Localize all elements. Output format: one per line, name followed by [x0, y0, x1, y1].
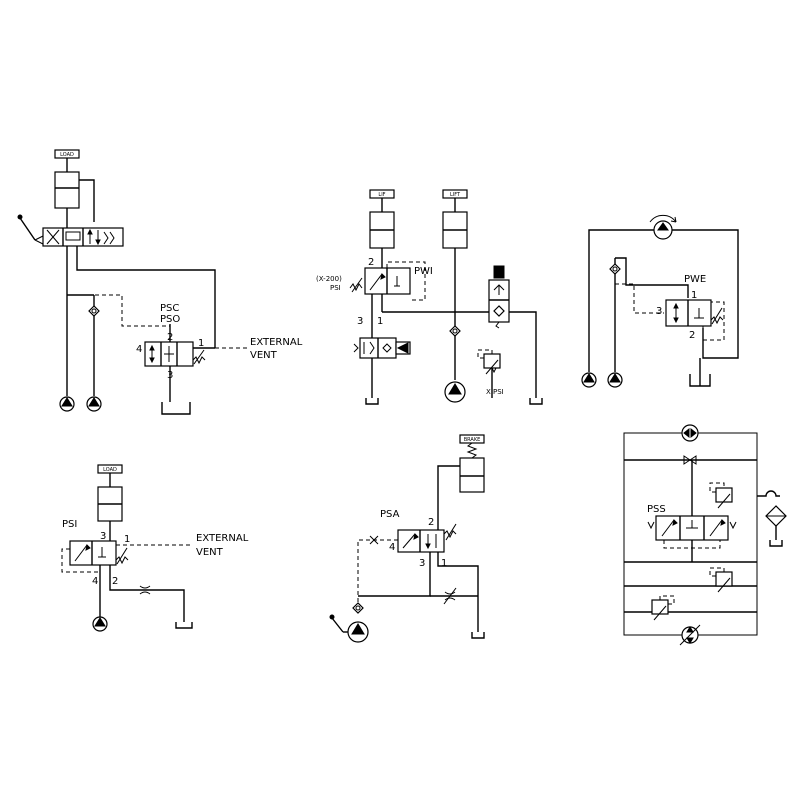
circuit-psa: BRAKE [329, 434, 485, 643]
valve-name-pss: PSS [647, 504, 666, 515]
port-label: 4 [92, 576, 98, 587]
port-label: 3 [357, 316, 363, 327]
check-valve-icon [352, 602, 364, 614]
adjustable-orifice-icon [443, 587, 457, 605]
setting-label: PSI [330, 284, 341, 292]
circuit-pss: PSS [623, 424, 787, 646]
check-valve-icon [88, 305, 100, 317]
port-label: 4 [389, 542, 395, 553]
valve-name-psc: PSC [160, 303, 179, 314]
port-label: 1 [691, 290, 697, 301]
port-label: 3 [656, 306, 662, 317]
port-label: 3 [419, 558, 425, 569]
relief-setting-label: X PSI [486, 388, 504, 396]
relief-valve-icon [651, 595, 675, 621]
port-label: 1 [198, 338, 204, 349]
relief-valve-icon [709, 482, 733, 509]
relief-valve-icon [477, 349, 501, 375]
pump-icon [347, 621, 369, 643]
hydraulic-cylinder [459, 457, 485, 493]
circuit-psi: LOAD PSI 3 1 4 2 EXTERNAL VENT [61, 464, 249, 632]
cartridge-valve-psa [397, 523, 457, 553]
directional-valve [42, 227, 124, 247]
manual-lever-icon [17, 214, 44, 245]
valve-name-pso: PSO [160, 314, 180, 325]
port-label: 2 [428, 517, 434, 528]
port-label: 2 [112, 576, 118, 587]
hydraulic-cylinder [54, 171, 80, 209]
spring-icon [466, 442, 478, 459]
port-label: 3 [100, 531, 106, 542]
filter-icon [765, 505, 787, 527]
orifice-icon [369, 535, 379, 545]
valve-name-psi: PSI [62, 519, 77, 530]
cartridge-valve-psi [69, 540, 129, 566]
load-tag-label: LOAD [60, 152, 74, 158]
port-label: 1 [124, 534, 130, 545]
vent-label-vent: VENT [250, 350, 278, 361]
port-label: 1 [441, 558, 447, 569]
lift-tag-label: LIFT [450, 192, 461, 198]
cartridge-valve-pss [647, 515, 737, 541]
vent-label-external: EXTERNAL [250, 337, 303, 348]
lift-tag-label: LIF [378, 192, 385, 198]
solenoid-valve-stack [488, 265, 510, 329]
pump-icon [581, 372, 597, 388]
hydraulic-motor-icon [649, 214, 677, 240]
cartridge-valve-pwe [665, 299, 724, 327]
port-label: 3 [167, 370, 173, 381]
manual-lever-icon [329, 614, 348, 633]
bidirectional-pump-icon [679, 624, 701, 646]
circuit-pwe: PWE 1 3 2 [581, 214, 739, 388]
valve-name-pwi: PWI [414, 266, 433, 277]
relief-valve-icon [709, 567, 733, 593]
bidirectional-motor-icon [681, 424, 699, 442]
check-valve-icon [609, 263, 621, 275]
valve-name-psa: PSA [380, 509, 400, 520]
load-tag-label: LOAD [103, 467, 117, 473]
circuit-pwi: LIF LIFT [316, 189, 543, 405]
vent-label-external: EXTERNAL [196, 533, 249, 544]
vent-label-vent: VENT [196, 547, 224, 558]
pump-icon [444, 381, 466, 403]
valve-name-pwe: PWE [684, 274, 706, 285]
cartridge-valve-psc [144, 341, 206, 367]
pump-icon [59, 396, 75, 412]
directional-valve [353, 337, 411, 359]
port-label: 4 [136, 344, 142, 355]
pump-icon [92, 616, 108, 632]
circuit-psc: LOAD [17, 149, 303, 415]
setting-label: (X-200) [316, 275, 342, 283]
cartridge-valve-pwi [349, 267, 411, 295]
orifice-icon [139, 585, 151, 595]
brake-tag-label: BRAKE [464, 437, 481, 443]
port-label: 2 [368, 257, 374, 268]
pump-icon [86, 396, 102, 412]
pump-icon [607, 372, 623, 388]
port-label: 2 [689, 330, 695, 341]
check-valve-icon [449, 325, 461, 337]
port-label: 1 [377, 316, 383, 327]
port-label: 2 [167, 332, 173, 343]
